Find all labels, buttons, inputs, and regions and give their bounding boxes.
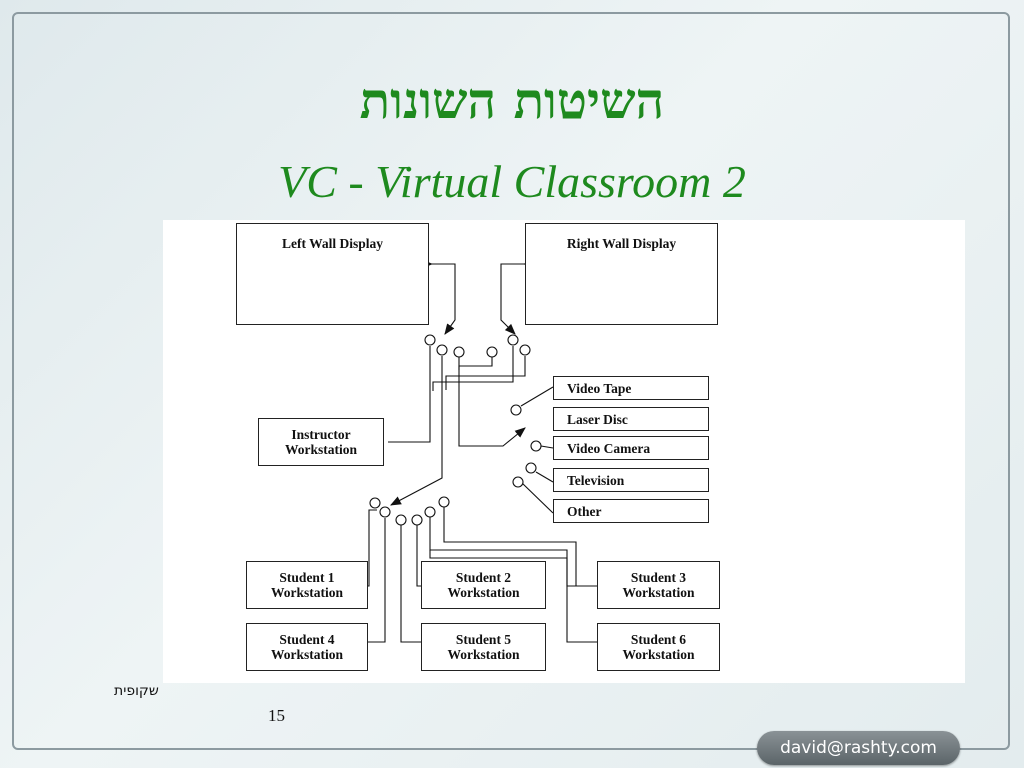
student-3-label-1: Student 3 — [630, 570, 687, 585]
student-4-label-1: Student 4 — [279, 632, 335, 647]
video-tape-box: Video Tape — [553, 376, 709, 400]
student-node — [438, 496, 450, 508]
student-2-label-2: Workstation — [447, 585, 520, 600]
instructor-label-1: Instructor — [291, 427, 351, 442]
left-wall-display-label: Left Wall Display — [281, 236, 383, 251]
laser-disc-label: Laser Disc — [567, 411, 628, 427]
student-4-label-2: Workstation — [270, 647, 343, 662]
hub-node — [507, 334, 519, 346]
television-box: Television — [553, 468, 709, 492]
media-node — [530, 440, 542, 452]
left-wall-display-box: Left Wall Display — [236, 223, 429, 325]
other-box: Other — [553, 499, 709, 523]
student-node — [424, 506, 436, 518]
student-5-label-1: Student 5 — [455, 632, 512, 647]
hub-node — [486, 346, 498, 358]
email-badge[interactable]: david@rashty.com — [757, 731, 960, 765]
media-node — [512, 476, 524, 488]
student-6-box: Student 6 Workstation — [597, 623, 720, 671]
video-camera-label: Video Camera — [567, 440, 651, 456]
video-camera-box: Video Camera — [553, 436, 709, 460]
student-1-box: Student 1 Workstation — [246, 561, 368, 609]
student-node — [379, 506, 391, 518]
student-2-label-1: Student 2 — [455, 570, 512, 585]
hub-node — [424, 334, 436, 346]
instructor-workstation-box: Instructor Workstation — [258, 418, 384, 466]
right-wall-display-label: Right Wall Display — [566, 236, 677, 251]
diagram-connectors — [366, 259, 597, 643]
television-label: Television — [567, 472, 625, 488]
video-tape-label: Video Tape — [567, 380, 632, 396]
hub-node — [436, 344, 448, 356]
left-wall-link — [422, 259, 456, 335]
student-3-box: Student 3 Workstation — [597, 561, 720, 609]
slide-frame — [12, 12, 1010, 750]
student-node — [411, 514, 423, 526]
slide-number: 15 — [268, 706, 285, 725]
student-6-label-1: Student 6 — [630, 632, 687, 647]
media-node — [510, 404, 522, 416]
student-node — [395, 514, 407, 526]
student-6-label-2: Workstation — [622, 647, 695, 662]
student-3-label-2: Workstation — [622, 585, 695, 600]
slide-subtitle: VC - Virtual Classroom 2 — [278, 156, 746, 207]
instructor-label-2: Workstation — [284, 442, 357, 457]
student-5-label-2: Workstation — [447, 647, 520, 662]
hub-node — [453, 346, 465, 358]
media-node — [525, 462, 537, 474]
laser-disc-box: Laser Disc — [553, 407, 709, 431]
diagram: Left Wall Display Right Wall Display Ins… — [163, 220, 965, 683]
other-label: Other — [567, 503, 602, 519]
student-4-box: Student 4 Workstation — [246, 623, 368, 671]
slide-title: השיטות השונות — [359, 71, 665, 130]
hub-node — [519, 344, 531, 356]
right-wall-display-box: Right Wall Display — [525, 223, 718, 325]
student-2-box: Student 2 Workstation — [421, 561, 546, 609]
student-node — [369, 497, 381, 509]
student-1-label-1: Student 1 — [279, 570, 335, 585]
right-wall-link — [500, 259, 534, 335]
student-1-label-2: Workstation — [270, 585, 343, 600]
slide-label: שקופית — [114, 683, 159, 699]
student-5-box: Student 5 Workstation — [421, 623, 546, 671]
